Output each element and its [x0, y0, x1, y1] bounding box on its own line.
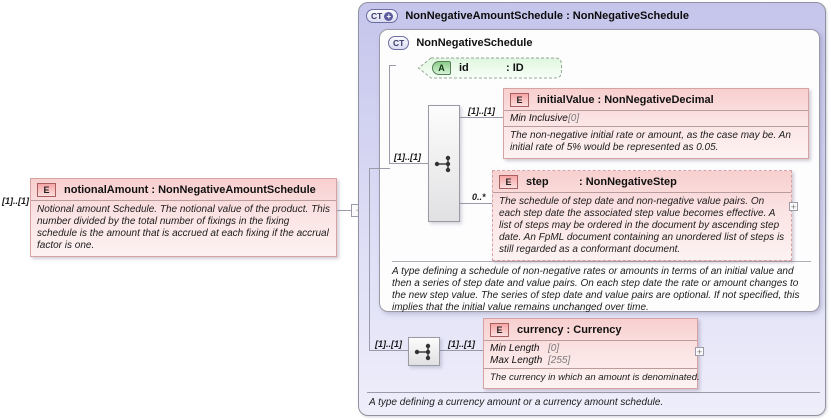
- element-box-notionalAmount[interactable]: E notionalAmount : NonNegativeAmountSche…: [30, 178, 337, 257]
- facet-row: Max Length [255]: [490, 355, 691, 367]
- facet-name: Min Inclusive: [510, 113, 568, 124]
- sequence-compositor[interactable]: [408, 337, 440, 366]
- facet-name: Max Length: [490, 355, 543, 366]
- facet-value: [255]: [548, 355, 571, 366]
- cardinality-label: [1]..[1]: [375, 339, 402, 349]
- attribute-box-id[interactable]: A id : ID: [417, 57, 563, 79]
- divider: [484, 368, 697, 369]
- complextype-plus-icon[interactable]: CT+: [366, 9, 399, 23]
- element-name: step: [526, 176, 549, 188]
- element-title: currency : Currency: [517, 324, 622, 336]
- element-title: notionalAmount : NonNegativeAmountSchedu…: [64, 184, 316, 196]
- connector-line: [458, 117, 503, 118]
- expand-toggle[interactable]: +: [695, 347, 704, 357]
- element-box-step[interactable]: E step : NonNegativeStep The schedule of…: [492, 170, 792, 261]
- connector-line: [390, 163, 428, 164]
- element-doc: Notional amount Schedule. The notional v…: [37, 204, 330, 251]
- divider: [504, 110, 808, 111]
- element-icon: E: [499, 175, 518, 189]
- attribute-icon: A: [432, 61, 451, 75]
- attribute-name: id: [459, 62, 469, 74]
- element-type: : NonNegativeStep: [579, 176, 677, 188]
- divider: [504, 126, 808, 127]
- expand-toggle[interactable]: +: [789, 202, 798, 212]
- facet-value: [0]: [548, 343, 560, 354]
- connector-line: [370, 350, 408, 351]
- connector-line: [438, 350, 483, 351]
- element-icon: E: [37, 183, 56, 197]
- element-icon: E: [510, 93, 529, 107]
- cardinality-label: [1]..[1]: [394, 152, 421, 162]
- complextype-icon: CT: [388, 36, 410, 50]
- cardinality-label: 0..*: [472, 192, 486, 202]
- connector-line: [389, 65, 396, 66]
- attribute-shape: [417, 57, 562, 79]
- element-box-initialValue[interactable]: E initialValue : NonNegativeDecimal Min …: [503, 88, 809, 159]
- cardinality-label: [1]..[1]: [468, 106, 495, 116]
- container-header: CT+ NonNegativeAmountSchedule : NonNegat…: [366, 9, 689, 23]
- divider: [31, 200, 336, 201]
- divider: [392, 261, 811, 262]
- facet-value: [0]: [568, 113, 580, 124]
- divider: [484, 340, 697, 341]
- basetype-title: NonNegativeSchedule: [416, 37, 533, 49]
- cardinality-label: [1]..[1]: [2, 196, 29, 206]
- basetype-doc: A type defining a schedule of non-negati…: [392, 266, 800, 313]
- facet-name: Min Length: [490, 343, 540, 354]
- expand-circle-icon: +: [384, 11, 394, 21]
- container-title: NonNegativeAmountSchedule : NonNegativeS…: [405, 10, 689, 22]
- attribute-type: : ID: [506, 62, 524, 74]
- connector-line: [369, 168, 370, 351]
- sequence-icon: [434, 155, 451, 172]
- ct-badge-label: CT: [371, 11, 383, 21]
- element-doc: The schedule of step date and non-negati…: [499, 196, 785, 255]
- divider: [367, 392, 820, 393]
- connector-line: [458, 203, 492, 204]
- basetype-header: CT NonNegativeSchedule: [388, 36, 532, 50]
- sequence-compositor[interactable]: [428, 105, 460, 222]
- element-doc: The currency in which an amount is denom…: [490, 372, 700, 383]
- element-doc: The non-negative initial rate or amount,…: [510, 130, 791, 153]
- connector-line: [369, 168, 390, 169]
- connector-line: [389, 65, 390, 164]
- facet-row: Min Length [0]: [490, 343, 691, 355]
- cardinality-label: [1]..[1]: [448, 339, 475, 349]
- divider: [493, 192, 791, 193]
- sequence-icon: [414, 343, 431, 360]
- connector-line: [337, 210, 351, 211]
- element-box-currency[interactable]: E currency : Currency Min Length [0] Max…: [483, 318, 700, 389]
- element-icon: E: [490, 323, 509, 337]
- element-title: initialValue : NonNegativeDecimal: [537, 94, 714, 106]
- container-doc: A type defining a currency amount or a c…: [369, 397, 664, 408]
- facet-row: Min Inclusive [0]: [510, 113, 802, 125]
